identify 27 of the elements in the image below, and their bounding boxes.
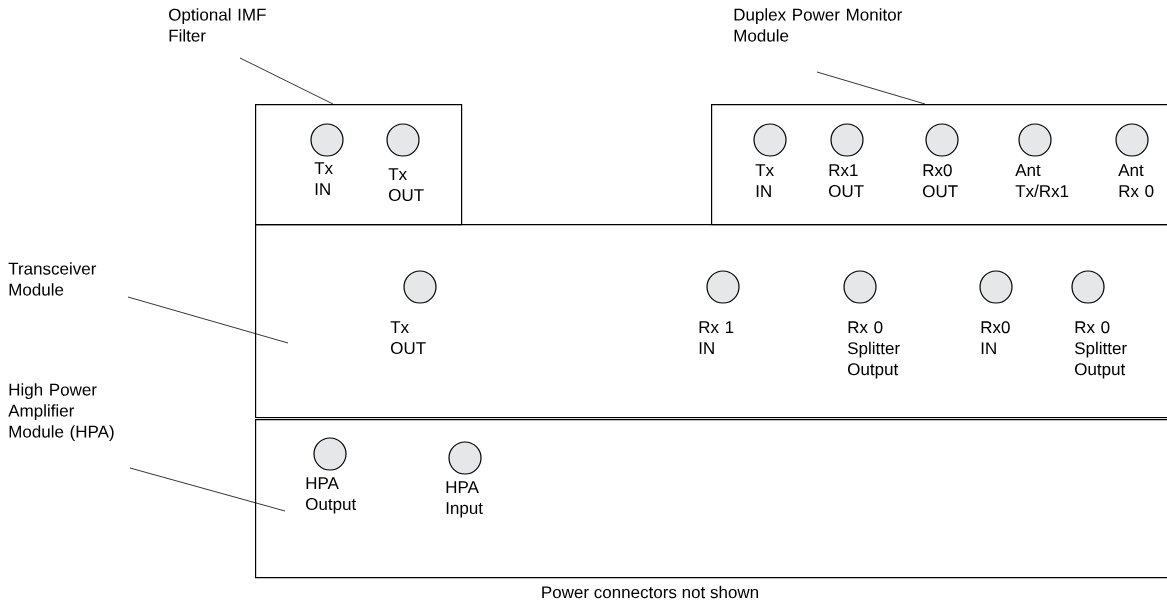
- caption: Power connectors not shown: [542, 585, 758, 599]
- port-label: HPA Input: [446, 481, 483, 518]
- port-label: Rx1 OUT: [829, 164, 864, 198]
- port-label: Tx IN: [314, 162, 333, 195]
- port-label: Tx IN: [755, 164, 774, 197]
- port-label: HPA Output: [306, 477, 357, 514]
- port-label: Ant Rx 0: [1118, 164, 1154, 198]
- leader-line: [239, 57, 334, 105]
- leader-line: [127, 296, 289, 344]
- module-label: Duplex Power Monitor Module: [734, 8, 902, 42]
- port-label: Tx OUT: [388, 168, 424, 202]
- module-panel: [255, 419, 1167, 579]
- module-label: Transceiver Module: [8, 262, 97, 296]
- module-panel: [711, 104, 1167, 226]
- module-label: Optional IMF Filter: [169, 8, 266, 42]
- module-panel: [255, 224, 1167, 419]
- leader-line: [129, 467, 286, 512]
- port-label: Rx0 IN: [981, 321, 1010, 355]
- port-label: Rx 0 Splitter Output: [848, 321, 900, 379]
- port-label: Rx 1 IN: [699, 321, 734, 354]
- port-label: Tx OUT: [390, 321, 426, 355]
- leader-line: [816, 71, 926, 105]
- module-panel: [255, 104, 463, 226]
- port-label: Rx0 OUT: [923, 164, 958, 198]
- port-label: Ant Tx/Rx1: [1015, 164, 1069, 198]
- port-label: Rx 0 Splitter Output: [1075, 321, 1127, 379]
- module-label: High Power Amplifier Module (HPA): [8, 383, 114, 442]
